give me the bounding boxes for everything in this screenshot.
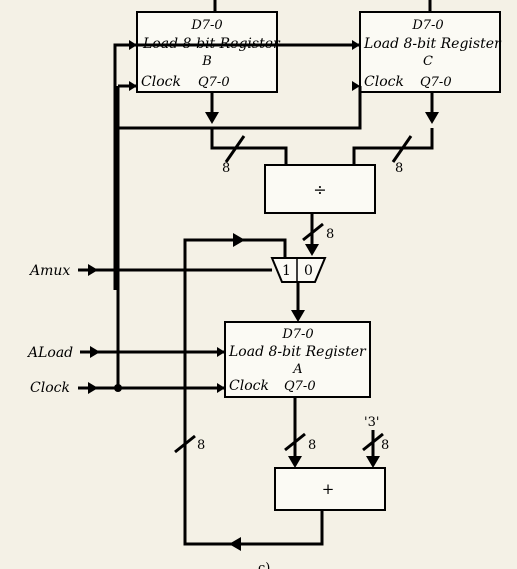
clock-input: Clock <box>30 380 225 396</box>
register-a-data-in: D7-0 <box>281 327 313 342</box>
register-c-data-out: Q7-0 <box>420 75 452 90</box>
clock-line-bc <box>116 81 362 388</box>
adder: + <box>274 467 386 511</box>
register-c-name: C <box>423 54 433 69</box>
constant-label: '3' <box>364 415 379 430</box>
register-c-clock: Clock <box>364 74 404 90</box>
register-b-data-in: D7-0 <box>190 18 222 33</box>
multiplexer: 1 0 <box>270 257 327 283</box>
register-a-title: Load 8-bit Register <box>228 344 367 360</box>
register-b-clock: Clock <box>141 74 181 90</box>
register-a: D7-0 Load 8-bit Register A Clock Q7-0 <box>224 321 371 398</box>
amux-input: Amux <box>28 263 272 279</box>
register-b-name: B <box>201 54 212 69</box>
b-output-bus: 8 <box>205 92 288 176</box>
aload-label: ALoad <box>26 345 73 361</box>
a-to-adder-bus: 8 <box>284 397 316 468</box>
bus-width-c: 8 <box>395 161 403 176</box>
mux-input-1: 1 <box>282 263 291 279</box>
register-input-wires <box>213 0 432 12</box>
amux-label: Amux <box>28 263 70 279</box>
bus-width-feedback: 8 <box>197 438 205 453</box>
register-b-data-out: Q7-0 <box>198 75 230 90</box>
divider-symbol: ÷ <box>313 180 326 199</box>
caption-fragment: c) <box>258 561 270 569</box>
bus-width-div: 8 <box>326 227 334 242</box>
bus-width-b: 8 <box>222 161 230 176</box>
mux-to-a-bus <box>291 282 305 322</box>
register-a-data-out: Q7-0 <box>284 379 316 394</box>
adder-symbol: + <box>322 480 335 498</box>
load-line-bc <box>113 40 360 290</box>
register-b: D7-0 Load 8-bit Register B Clock Q7-0 <box>136 11 281 93</box>
aload-input: ALoad <box>26 345 225 361</box>
bus-width-a: 8 <box>308 438 316 453</box>
feedback-bus: 8 <box>174 233 324 551</box>
clock-label: Clock <box>30 380 70 396</box>
c-output-bus: 8 <box>352 92 439 176</box>
register-a-clock: Clock <box>229 378 269 394</box>
divider: ÷ <box>264 164 376 214</box>
mux-input-0: 0 <box>304 263 313 279</box>
register-c-title: Load 8-bit Register <box>363 36 502 52</box>
register-c-data-in: D7-0 <box>411 18 443 33</box>
register-c: D7-0 Load 8-bit Register C Clock Q7-0 <box>359 11 502 93</box>
div-to-mux-bus: 8 <box>302 213 334 256</box>
register-a-name: A <box>292 362 302 377</box>
bus-width-const: 8 <box>381 438 389 453</box>
constant-input: '3' 8 <box>362 415 389 468</box>
